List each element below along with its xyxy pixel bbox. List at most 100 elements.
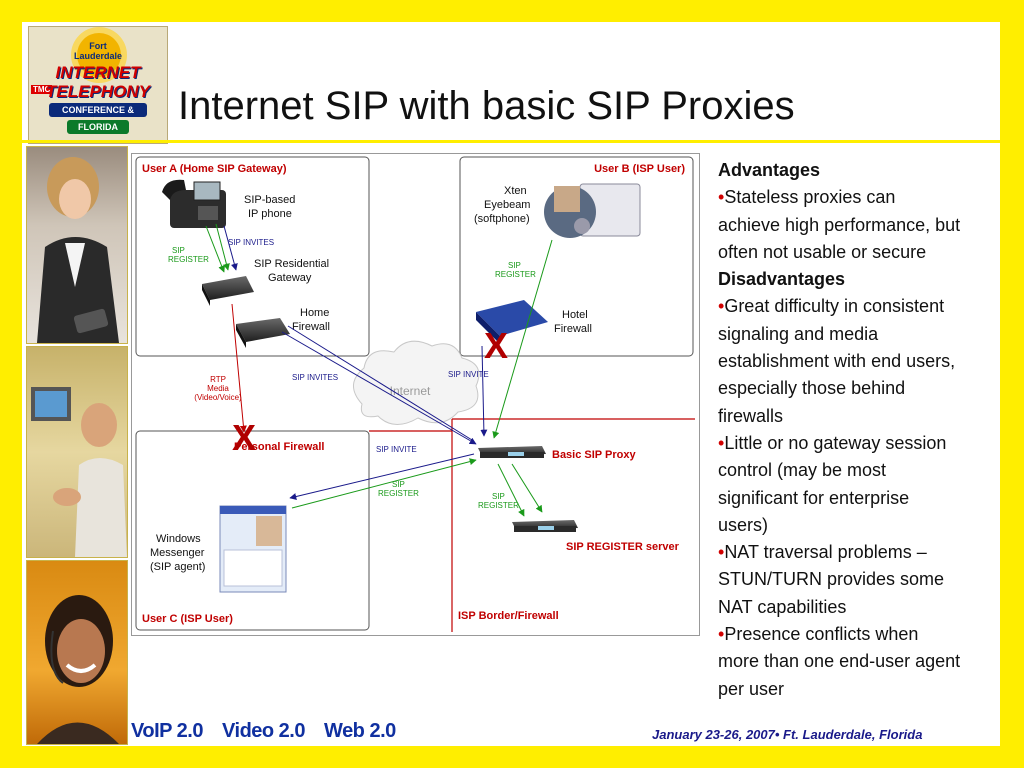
disadvantage-item-line: control (may be most [718, 460, 887, 481]
user-a-label: User A (Home SIP Gateway) [142, 163, 287, 175]
bullet-icon: • [718, 432, 725, 453]
bullet-icon: • [718, 624, 725, 645]
advantage-item-line: achieve high performance, but [718, 214, 961, 235]
sip-invites-label-a: SIP INVITES [228, 238, 274, 247]
residential-gw-label-2: Gateway [268, 272, 312, 284]
register-arrow-b [492, 239, 553, 439]
advantage-item-line: often not usable or secure [718, 241, 927, 262]
disadvantage-item-line: establishment with end users, [718, 351, 956, 372]
hotel-firewall-icon [476, 300, 548, 344]
register-arrow-a [215, 223, 230, 271]
logo-line6: FLORIDA [67, 120, 129, 134]
register-arrow-proxy-server [497, 463, 525, 517]
disadvantages-heading: Disadvantages [718, 269, 846, 290]
register-arrow-c [291, 458, 477, 509]
rtp-label-3: (Video/Voice) [194, 393, 242, 402]
register-arrow-proxy-server-2 [511, 463, 543, 513]
internet-cloud-icon [353, 340, 480, 425]
logo-line5: CONFERENCE & EXPO [49, 103, 147, 129]
register-label-b: REGISTER [495, 270, 536, 279]
home-firewall-icon [236, 318, 290, 348]
sip-invite-label-c: SIP INVITE [376, 445, 417, 454]
disadvantage-item-line: especially those behind [718, 378, 906, 399]
sip-label-b: SIP [508, 261, 521, 270]
basic-sip-proxy-label: Basic SIP Proxy [552, 449, 636, 461]
bullet-icon: • [718, 542, 725, 563]
personal-firewall-label: Personal Firewall [234, 441, 324, 453]
slide-title: Internet SIP with basic SIP Proxies [178, 84, 795, 128]
bullet-icon: • [718, 187, 725, 208]
isp-border-label: ISP Border/Firewall [458, 610, 559, 622]
basic-sip-proxy-icon [478, 446, 546, 458]
windows-messenger-icon [219, 505, 287, 593]
win-msg-label-2: Messenger [150, 547, 205, 559]
photo-computer-user [26, 346, 128, 558]
sip-label-a: SIP [172, 246, 185, 255]
conference-logo: Fort Lauderdale TMC INTERNET TELEPHONY C… [28, 26, 168, 144]
register-arrow-a2 [205, 225, 225, 273]
rtp-label-2: Media [207, 384, 229, 393]
disadvantage-item: •Presence conflicts when [718, 624, 919, 645]
win-msg-label-1: Windows [156, 533, 201, 545]
footer-web: Web 2.0 [324, 720, 396, 742]
advantage-item: •Stateless proxies can [718, 187, 896, 208]
logo-tag: TMC [31, 85, 53, 94]
softphone-window-icon [544, 183, 641, 238]
footer-date-location: January 23-26, 2007• Ft. Lauderdale, Flo… [652, 727, 923, 742]
invite-arrow-a [223, 225, 238, 271]
logo-line4: TELEPHONY [46, 82, 150, 101]
rtp-media-arrow [231, 303, 247, 433]
disadvantage-item-line: significant for enterprise [718, 487, 910, 508]
invite-arrow-home-to-proxy [281, 331, 477, 445]
sip-invite-label-hotel: SIP INVITE [448, 370, 489, 379]
home-firewall-label-1: Home [300, 307, 329, 319]
user-b-label: User B (ISP User) [594, 163, 685, 175]
photo-businesswoman [26, 146, 128, 344]
xten-label-1: Xten [504, 185, 527, 197]
logo-sun-icon [77, 33, 121, 77]
disadvantage-item-line: per user [718, 678, 785, 699]
disadvantage-item: •Great difficulty in consistent [718, 296, 945, 317]
footer-tagline: VoIP 2.0 Video 2.0 Web 2.0 [131, 720, 410, 743]
photo-strip [26, 146, 128, 745]
sip-invites-label-b: SIP INVITES [292, 373, 338, 382]
sip-register-server-icon [512, 520, 578, 532]
sip-label-d: SIP [492, 492, 505, 501]
logo-line2: Lauderdale [73, 51, 122, 61]
xten-label-2: Eyebeam [484, 199, 530, 211]
rtp-label-1: RTP [210, 375, 226, 384]
pros-cons-text: Advantages •Stateless proxies can achiev… [718, 157, 988, 703]
disadvantage-item: •NAT traversal problems – [718, 542, 927, 563]
disadvantage-item-line: STUN/TURN provides some [718, 569, 945, 590]
hotel-firewall-label-1: Hotel [562, 309, 588, 321]
win-msg-label-3: (SIP agent) [150, 561, 205, 573]
invite-arrow-home-to-proxy-2 [287, 325, 473, 441]
photo-headset-agent [26, 560, 128, 745]
blocked-x-hotel: X [484, 325, 508, 366]
user-c-label: User C (ISP User) [142, 613, 233, 625]
register-label-d: REGISTER [478, 501, 519, 510]
footer-voip: VoIP 2.0 [131, 720, 203, 742]
hotel-firewall-label-2: Firewall [554, 323, 592, 335]
sip-phone-label-1: SIP-based [244, 194, 295, 206]
internet-label: Internet [390, 384, 431, 398]
invite-arrow-hotel-to-proxy [480, 345, 488, 437]
logo-line1: Fort [89, 41, 107, 51]
sip-register-server-label: SIP REGISTER server [566, 541, 680, 553]
disadvantage-item-line: signaling and media [718, 323, 879, 344]
sip-network-diagram: Internet User A (Home SIP Gateway) User … [131, 153, 700, 636]
xten-label-3: (softphone) [474, 213, 530, 225]
residential-gw-label-1: SIP Residential [254, 258, 329, 270]
blocked-x-personal: X [232, 417, 256, 458]
sip-phone-label-2: IP phone [248, 208, 292, 220]
bullet-icon: • [718, 296, 725, 317]
logo-line3: INTERNET [55, 63, 141, 82]
sip-ip-phone-icon [162, 179, 226, 228]
advantages-heading: Advantages [718, 160, 821, 180]
register-label-a: REGISTER [168, 255, 209, 264]
disadvantage-item-line: NAT capabilities [718, 596, 847, 617]
home-firewall-label-2: Firewall [292, 321, 330, 333]
disadvantage-item-line: users) [718, 514, 769, 535]
disadvantage-item: •Little or no gateway session [718, 432, 947, 453]
disadvantage-item-line: more than one end-user agent [718, 651, 961, 672]
